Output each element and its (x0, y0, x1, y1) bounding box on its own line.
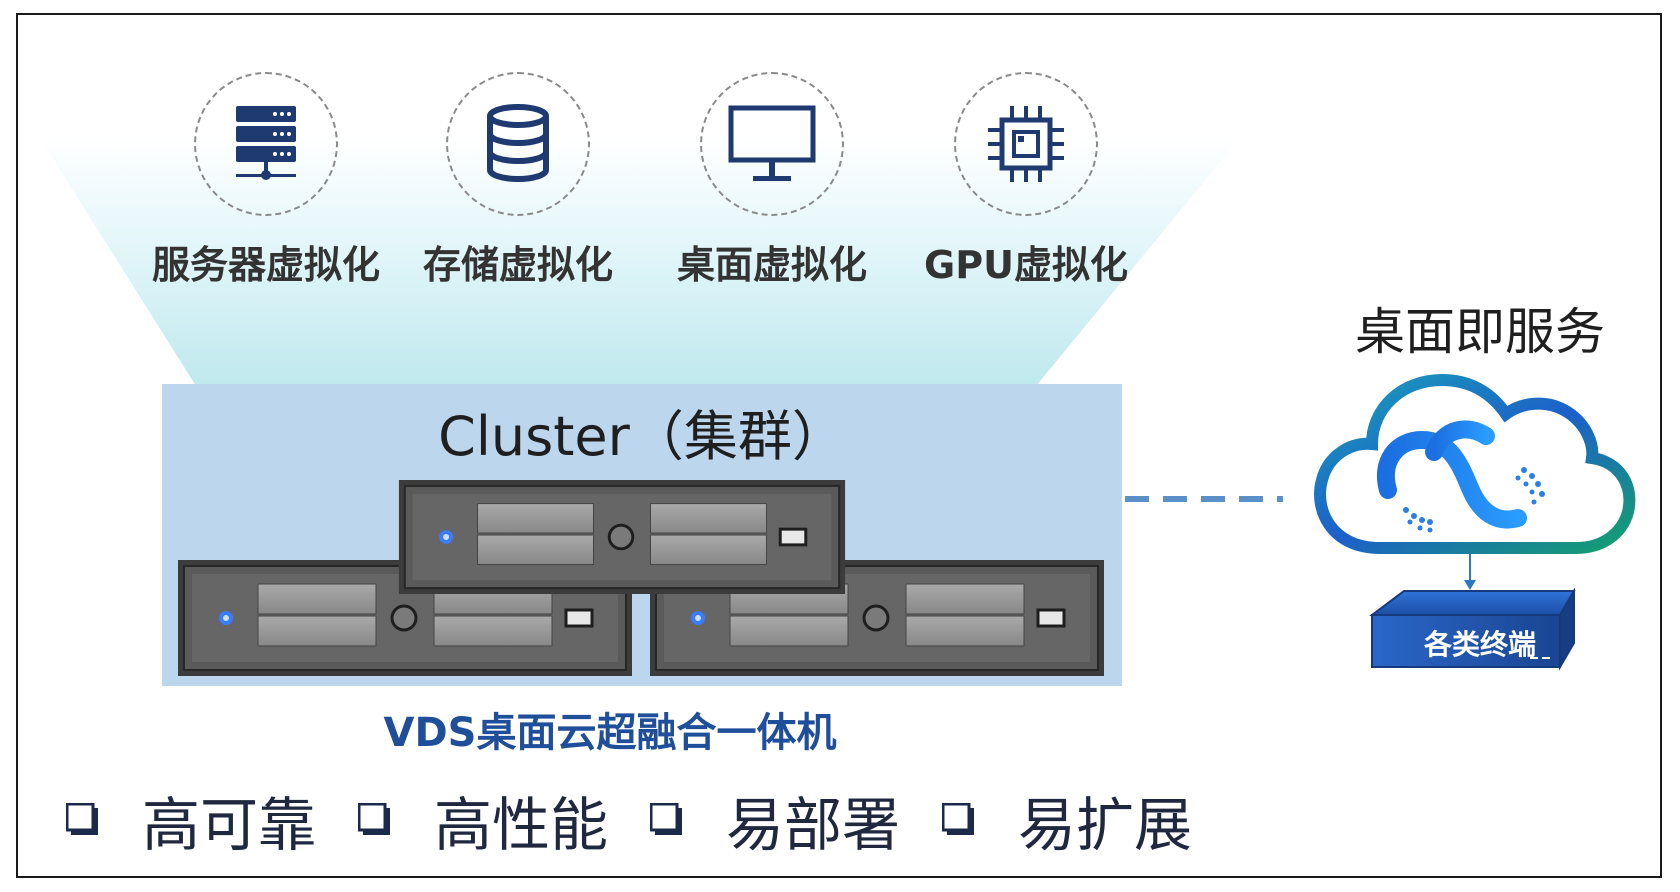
cluster-title: Cluster（集群） (438, 405, 846, 468)
checkbox-icon (358, 803, 390, 835)
terminal-device-icon (1369, 587, 1576, 671)
virt-server: 服务器虚拟化 (152, 72, 380, 287)
server-chassis-icon (650, 560, 1104, 676)
diagram-frame (16, 13, 1662, 878)
virt-label: 桌面虚拟化 (676, 243, 868, 287)
virt-desktop: 桌面虚拟化 (677, 72, 867, 287)
cloud-icon (1314, 373, 1636, 554)
virt-gpu: GPU虚拟化 (924, 72, 1128, 287)
dashed-connector (1125, 496, 1283, 502)
checkbox-icon (650, 803, 682, 835)
product-name: VDS桌面云超融合一体机 (383, 710, 837, 756)
virt-storage: 存储虚拟化 (423, 72, 613, 287)
service-title: 桌面即服务 (1355, 303, 1605, 361)
feature-item: 高可靠 (66, 778, 316, 862)
virt-label: GPU虚拟化 (924, 243, 1128, 287)
feature-label: 易部署 (726, 791, 901, 859)
server-chassis-icon (398, 480, 846, 594)
database-icon (487, 104, 549, 182)
server-rack-icon (236, 106, 296, 180)
checkbox-icon (66, 803, 98, 835)
terminal-label: 各类终端 (1423, 628, 1536, 661)
feature-item: 易部署 (650, 778, 900, 862)
feature-item: 易扩展 (942, 778, 1192, 862)
server-unit (650, 560, 1104, 676)
server-unit (396, 480, 848, 594)
feature-label: 高性能 (434, 791, 609, 859)
virt-label: 服务器虚拟化 (151, 243, 381, 287)
feature-label: 易扩展 (1018, 791, 1193, 859)
checkbox-icon (942, 803, 974, 835)
chip-icon (988, 106, 1064, 182)
arrow-down-icon (1464, 554, 1476, 590)
monitor-icon (728, 105, 816, 181)
virt-label: 存储虚拟化 (422, 243, 614, 287)
feature-item: 高性能 (358, 778, 608, 862)
feature-label: 高可靠 (142, 791, 317, 859)
